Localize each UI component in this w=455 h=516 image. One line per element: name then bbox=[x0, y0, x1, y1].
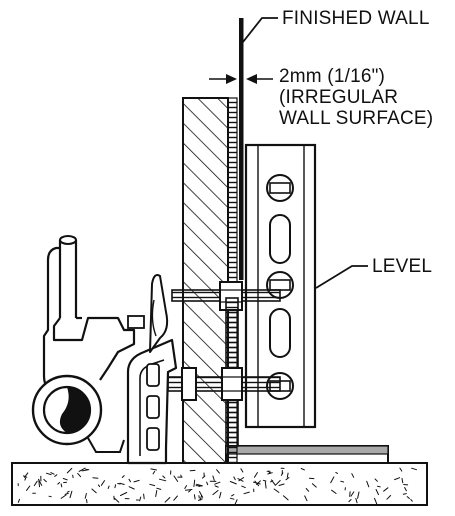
finished-wall-panel bbox=[239, 18, 244, 280]
wall-ratchet-strip bbox=[227, 97, 238, 464]
finished-wall-label: FINISHED WALL bbox=[282, 8, 430, 29]
gap-dimension bbox=[209, 74, 273, 84]
wall-section bbox=[182, 97, 229, 464]
gap-label-line-3: WALL SURFACE) bbox=[279, 108, 434, 129]
gap-label: 2mm (1/16") (IRREGULAR WALL SURFACE) bbox=[279, 66, 433, 129]
countertop-plate bbox=[225, 445, 389, 464]
level-label: LEVEL bbox=[372, 256, 433, 277]
lower-bolt bbox=[167, 367, 281, 401]
faucet-valve bbox=[31, 235, 145, 453]
finished-wall-leader bbox=[242, 17, 278, 43]
gap-label-line-2: (IRREGULAR bbox=[279, 87, 399, 108]
gap-label-line-1: 2mm (1/16") bbox=[279, 66, 386, 87]
concrete-floor bbox=[11, 462, 428, 506]
clamp-bracket bbox=[126, 274, 178, 465]
level-leader bbox=[315, 265, 368, 289]
